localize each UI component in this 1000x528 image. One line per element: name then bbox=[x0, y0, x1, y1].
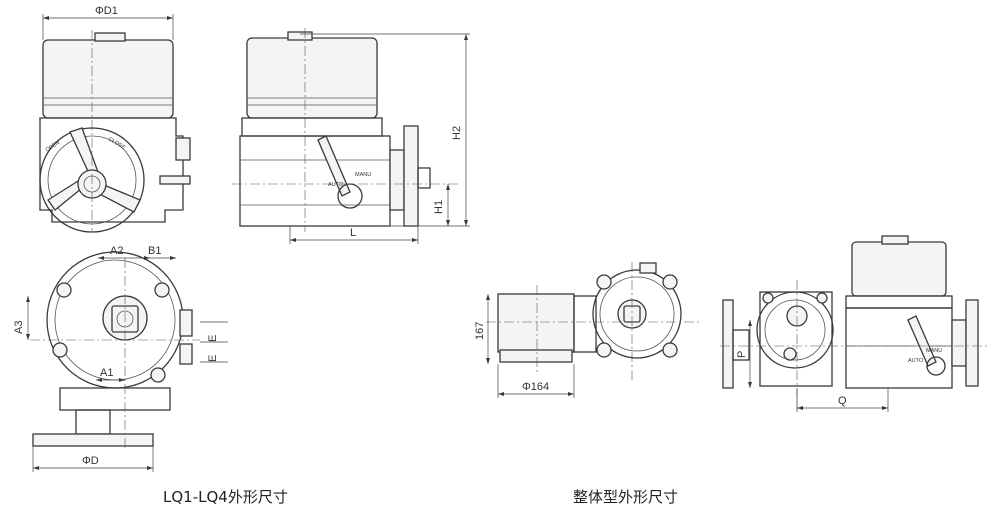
e-label-1: E bbox=[207, 335, 219, 342]
a1-label: A1 bbox=[100, 367, 113, 379]
dim-167-label: 167 bbox=[474, 322, 486, 340]
h1-label: H1 bbox=[433, 200, 445, 214]
side-auto-marking: AUTO bbox=[328, 182, 344, 188]
integral-front-view: 167 Φ164 bbox=[474, 262, 700, 398]
l-label: L bbox=[350, 227, 356, 239]
integral-side-view: MANU AUTO P Q bbox=[720, 235, 990, 412]
phi-d1-label: ΦD1 bbox=[95, 5, 118, 17]
integral-auto-marking: AUTO bbox=[908, 358, 924, 364]
top-view: A2 B1 A3 A1 E E ΦD bbox=[13, 245, 228, 472]
e-label-2: E bbox=[207, 355, 219, 362]
phi-164-label: Φ164 bbox=[522, 381, 549, 393]
p-label: P bbox=[736, 351, 748, 358]
b1-label: B1 bbox=[148, 245, 161, 257]
phi-d-label: ΦD bbox=[82, 455, 99, 467]
integral-manu-marking: MANU bbox=[926, 348, 942, 354]
right-caption: 整体型外形尺寸 bbox=[573, 488, 679, 506]
q-label: Q bbox=[838, 395, 847, 407]
side-manu-marking: MANU bbox=[355, 172, 371, 178]
h2-label: H2 bbox=[451, 126, 463, 140]
a2-label: A2 bbox=[110, 245, 123, 257]
front-view: OPEN CLOSE ΦD1 bbox=[39, 5, 191, 233]
left-caption: LQ1-LQ4外形尺寸 bbox=[163, 488, 288, 506]
a3-label: A3 bbox=[13, 321, 25, 334]
side-view: MANU AUTO H2 H1 L bbox=[232, 28, 470, 244]
